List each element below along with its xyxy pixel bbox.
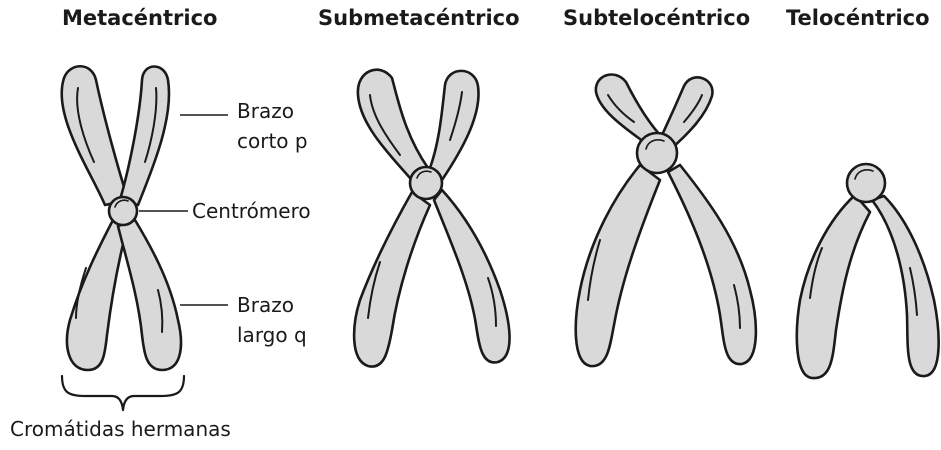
- metacentric-lower-left-arm: [67, 220, 127, 370]
- long-arm-label-line2: largo q: [237, 320, 307, 350]
- short-arm-label-line2: corto p: [237, 126, 308, 156]
- subtelocentric-centromere: [637, 133, 677, 173]
- short-arm-label-line1: Brazo: [237, 96, 308, 126]
- metacentric-chromosome: [62, 66, 181, 370]
- metacentric-upper-left-arm: [62, 66, 128, 205]
- short-arm-label: Brazo corto p: [237, 96, 308, 156]
- metacentric-upper-right-arm: [120, 67, 169, 206]
- long-arm-label-line1: Brazo: [237, 290, 307, 320]
- telocentric-chromosome: [797, 164, 939, 378]
- subtelocentric-chromosome: [576, 75, 756, 367]
- sister-chromatids-label: Cromátidas hermanas: [10, 414, 231, 444]
- metacentric-centromere: [109, 197, 137, 225]
- long-arm-label: Brazo largo q: [237, 290, 307, 350]
- sister-chromatids-brace: [62, 376, 184, 410]
- centromere-label: Centrómero: [192, 196, 311, 226]
- metacentric-lower-right-arm: [118, 220, 181, 370]
- submetacentric-chromosome: [354, 70, 509, 367]
